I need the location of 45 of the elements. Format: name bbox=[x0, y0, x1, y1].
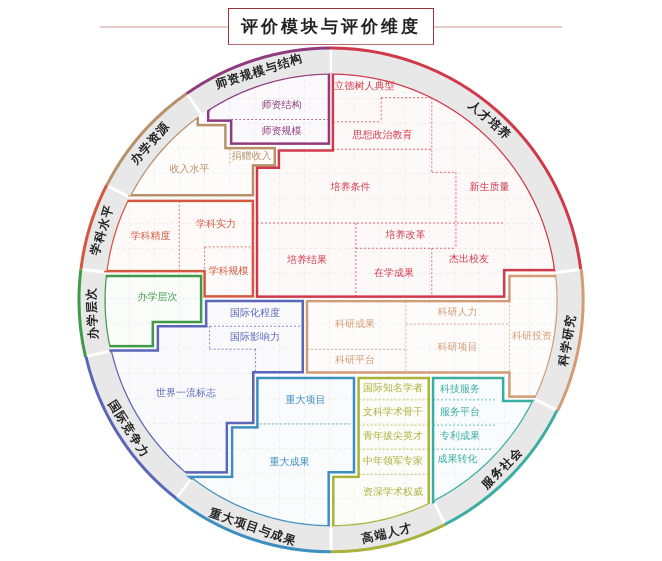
title: 评价模块与评价维度 bbox=[228, 8, 434, 45]
dimension-label: 新生质量 bbox=[470, 183, 510, 194]
dimension-label: 国际化程度 bbox=[230, 308, 280, 319]
dimension-label: 在学成果 bbox=[374, 268, 414, 279]
dimension-label: 收入水平 bbox=[170, 165, 210, 176]
dimension-label: 青年拔尖英才 bbox=[363, 432, 424, 442]
dimension-label: 科研成果 bbox=[335, 320, 376, 330]
dimension-label: 杰出校友 bbox=[448, 254, 489, 265]
dimension-label: 成果转化 bbox=[437, 454, 478, 465]
module-label: 高端人才 bbox=[360, 521, 414, 546]
module-label: 办学资源 bbox=[128, 119, 172, 166]
dimension-label: 捐赠收入 bbox=[232, 152, 272, 162]
dimension-label: 重大成果 bbox=[270, 458, 310, 468]
dimension-label: 学科精度 bbox=[130, 232, 170, 242]
module-label: 学科水平 bbox=[88, 203, 116, 256]
dimension-label: 科研投资 bbox=[512, 332, 552, 342]
dimension-label: 师资结构 bbox=[262, 100, 302, 111]
dimension-label: 重大项目 bbox=[286, 396, 326, 406]
dimension-label: 学科规模 bbox=[208, 267, 249, 278]
dimension-label: 培养改革 bbox=[386, 230, 426, 241]
module-label: 师资规模与结构 bbox=[214, 52, 304, 91]
dimension-label: 科研项目 bbox=[437, 343, 478, 354]
dimension-label: 科研平台 bbox=[335, 356, 376, 366]
dimension-label: 中年领军专家 bbox=[363, 457, 424, 468]
dimension-label: 学科实力 bbox=[196, 220, 236, 230]
dimension-label: 专利成果 bbox=[440, 432, 480, 442]
dimension-label: 师资规模 bbox=[262, 127, 302, 138]
dimension-label: 服务平台 bbox=[440, 408, 480, 418]
dimension-label: 文科学术骨干 bbox=[363, 408, 424, 418]
module-label: 办学层次 bbox=[84, 286, 99, 339]
module-label: 科学研究 bbox=[557, 312, 578, 366]
dimension-label: 国际影响力 bbox=[230, 332, 280, 343]
dimension-label: 科研人力 bbox=[437, 308, 478, 318]
dimension-label: 培养结果 bbox=[286, 256, 327, 266]
module-label: 服务社会 bbox=[480, 445, 524, 491]
dimension-label: 思想政治教育 bbox=[352, 130, 413, 141]
module-label: 人才培养 bbox=[466, 98, 514, 142]
module-label: 国际竞争力 bbox=[106, 398, 152, 460]
dimension-label: 资深学术权威 bbox=[363, 488, 424, 498]
dimension-label: 世界一流标志 bbox=[156, 389, 216, 400]
dimension-label: 办学层次 bbox=[137, 292, 178, 303]
dimension-label: 培养条件 bbox=[330, 183, 371, 194]
dimension-label: 科技服务 bbox=[440, 384, 480, 395]
dimension-label: 国际知名学者 bbox=[363, 384, 424, 394]
module-label: 重大项目与成果 bbox=[208, 506, 298, 548]
